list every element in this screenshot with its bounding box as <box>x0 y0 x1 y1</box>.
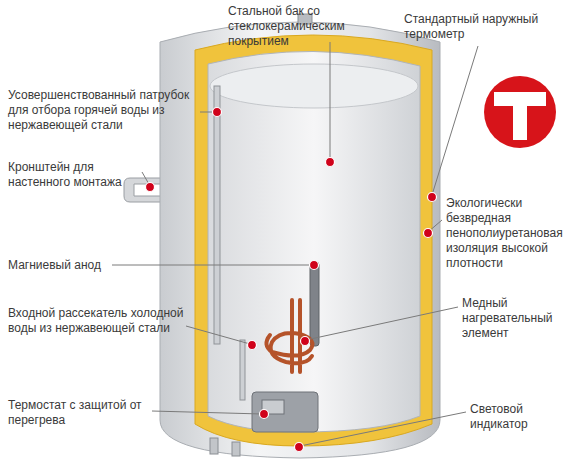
part-label: Стальной бак со стеклокерамическим покры… <box>228 4 396 49</box>
cold-inlet <box>240 340 245 400</box>
part-label: Стандартный наружный термометр <box>404 12 544 42</box>
inner-tank <box>208 51 420 432</box>
leader-lines <box>112 42 478 446</box>
insulation <box>195 35 432 446</box>
logo-mark <box>494 92 546 140</box>
logo <box>484 76 556 148</box>
hot-water-pipe <box>214 86 220 344</box>
part-label: Термостат с защитой от перегрева <box>8 398 152 428</box>
tank-dome <box>210 64 418 108</box>
part-label: Входной рассекатель холодной воды из нер… <box>8 306 186 336</box>
tank-body <box>160 22 440 458</box>
heating-element <box>266 300 312 372</box>
part-label: Усовершенствованный патрубок для отбора … <box>8 88 200 133</box>
part-label: Экологически безвредная пенополиуретанов… <box>446 196 580 271</box>
fitting <box>232 442 240 456</box>
part-label: Медный нагревательный элемент <box>462 296 572 341</box>
callout-dots <box>146 108 437 452</box>
part-label: Кронштейн для настенного монтажа <box>8 160 140 190</box>
thermostat <box>252 392 318 432</box>
part-label: Магниевый анод <box>8 258 112 273</box>
fitting <box>210 438 218 454</box>
anode <box>310 262 319 346</box>
bracket <box>124 178 162 202</box>
part-label: Световой индикатор <box>470 402 570 432</box>
